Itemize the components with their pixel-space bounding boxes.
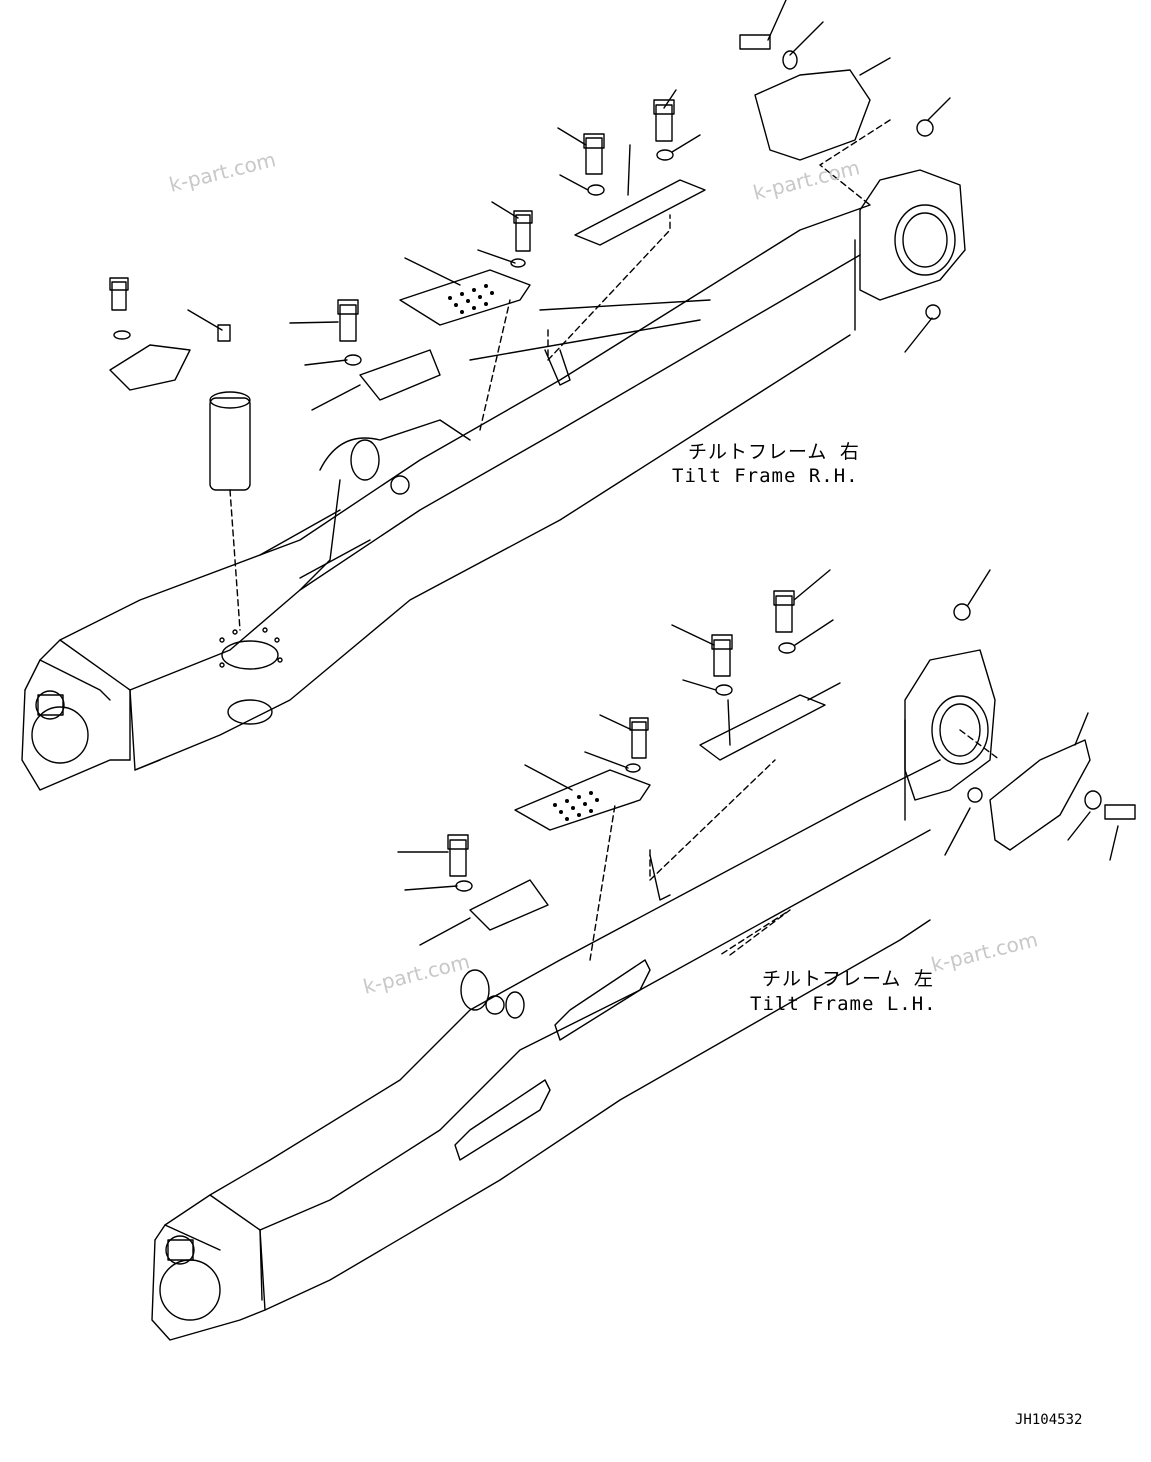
lower-leader-lines [397,569,1119,961]
upper-leader-lines [187,0,951,631]
drawing-code: JH104532 [1015,1412,1083,1428]
upper-frame-label-en: Tilt Frame R.H. [672,465,859,487]
tilt-frame-rh [21,169,966,791]
lower-exploded-parts [447,590,1136,931]
pin [209,397,251,491]
lower-frame-label-en: Tilt Frame L.H. [750,993,937,1015]
upper-exploded-parts [109,34,941,491]
upper-frame-label-jp: チルトフレーム 右 [688,441,860,463]
lower-frame-label-jp: チルトフレーム 左 [762,968,934,990]
tilt-frame-lh [151,649,996,1341]
